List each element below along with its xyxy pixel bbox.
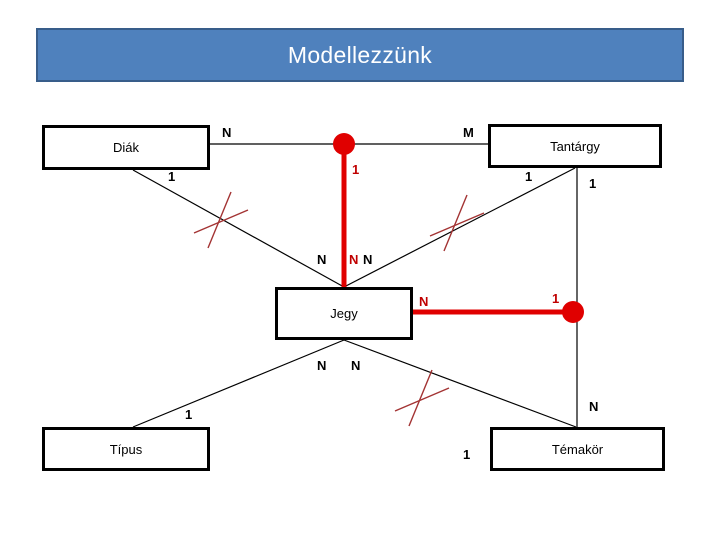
cardinality-label-jegy-right-n: N	[419, 294, 429, 309]
cardinality-label-diak-jegy-1: 1	[168, 169, 176, 184]
link-diak-jegy	[132, 169, 345, 288]
cross-stroke	[429, 212, 485, 237]
cardinality-label-jegy-top-n-red: N	[349, 252, 359, 267]
entity-label: Típus	[109, 441, 143, 457]
cross-stroke	[207, 191, 232, 249]
cardinality-label-diak-tantargy-n: N	[222, 125, 232, 140]
entity-label: Jegy	[330, 306, 358, 321]
cardinality-label-jegy-top-n-left: N	[317, 252, 327, 267]
cardinality-label-tantargy-temakor-1: 1	[589, 176, 597, 191]
entity-box-tipus[interactable]: Típus	[42, 427, 210, 471]
cross-stroke	[408, 369, 433, 427]
cardinality-label-jegy-right-dot-1: 1	[552, 291, 560, 306]
cardinality-label-tipus-jegy-1: 1	[185, 407, 193, 422]
entity-box-temakor[interactable]: Témakör	[490, 427, 665, 471]
cross-stroke	[443, 194, 468, 252]
cardinality-label-jegy-bot-n-right: N	[351, 358, 361, 373]
page-title: Modellezzünk	[287, 41, 433, 68]
red-dot-right	[562, 301, 584, 323]
cardinality-label-temakor-n: N	[589, 399, 599, 414]
link-tantargy-jegy	[343, 167, 576, 288]
link-jegy-temakor	[343, 339, 577, 428]
entity-label: Tantárgy	[550, 138, 600, 154]
entity-box-diak[interactable]: Diák	[42, 125, 210, 170]
cross-stroke	[193, 209, 249, 234]
link-jegy-tipus	[132, 339, 345, 428]
cardinality-label-jegy-bot-n-left: N	[317, 358, 327, 373]
cardinality-label-temakor-left-1: 1	[463, 447, 471, 462]
entity-label: Témakör	[551, 441, 604, 457]
red-dot-top	[333, 133, 355, 155]
entity-label: Diák	[112, 140, 139, 155]
cardinality-label-diak-tantargy-m: M	[463, 125, 474, 140]
cardinality-label-jegy-top-n-right: N	[363, 252, 373, 267]
cardinality-label-tantargy-jegy-1: 1	[525, 169, 533, 184]
entity-box-tantargy[interactable]: Tantárgy	[488, 124, 662, 168]
cross-tantargy-jegy	[429, 194, 485, 252]
cross-jegy-temakor	[394, 369, 450, 427]
title-banner: Modellezzünk	[36, 28, 684, 82]
entity-box-jegy[interactable]: Jegy	[275, 287, 413, 340]
cross-diak-jegy	[193, 191, 249, 249]
cross-stroke	[394, 387, 450, 412]
cardinality-label-diak-jegy-hub-1: 1	[352, 162, 360, 177]
